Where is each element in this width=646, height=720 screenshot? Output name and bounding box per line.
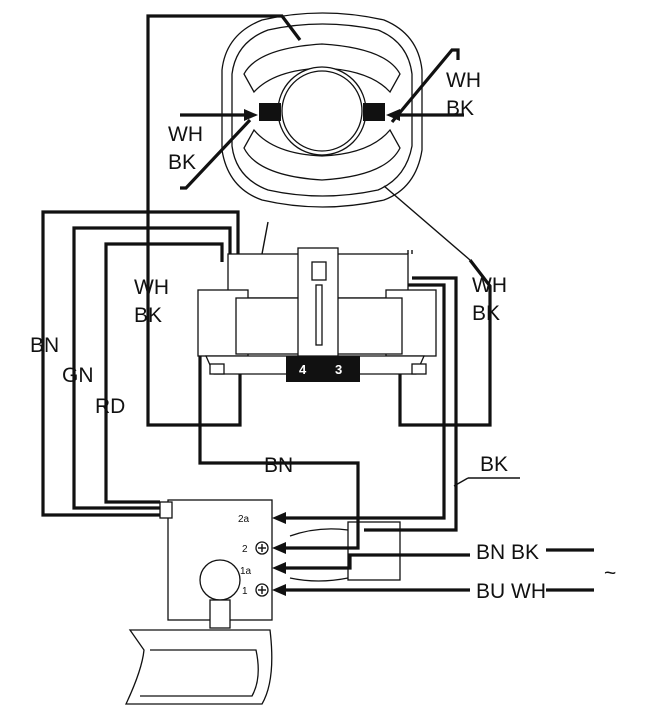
switch-body (124, 499, 273, 705)
wire-wh-bk-right (398, 259, 492, 427)
wire-bn-middle (198, 290, 360, 550)
label-stator-left-wh: WH (168, 123, 203, 146)
left-carbon-brush (259, 103, 281, 121)
terminal-2-label: 2 (242, 544, 248, 555)
label-stator-right-wh: WH (446, 69, 481, 92)
ac-symbol: ~ (604, 562, 616, 585)
terminal-1-label: 1 (242, 586, 248, 597)
label-left-wh: WH (134, 276, 169, 299)
terminal-arrows (272, 512, 286, 596)
wire-harness-left (41, 210, 240, 517)
brush-mark-3: 3 (335, 362, 342, 377)
switch-terminals: 2a 2 1a 1 (238, 514, 269, 597)
label-right-bk: BK (472, 302, 500, 325)
label-stator-left-bk: BK (168, 151, 196, 174)
terminal-1a-label: 1a (240, 566, 252, 577)
label-supply-bu-wh: BU WH (476, 580, 546, 603)
terminal-2a-label: 2a (238, 514, 250, 525)
stator-leads (180, 48, 471, 261)
wire-labels: WH BK WH BK WH BK WH BK BN GN RD BN BK B… (30, 69, 616, 603)
label-bk-right: BK (480, 453, 508, 476)
label-rd-left: RD (95, 395, 125, 418)
brush-mark-4: 4 (299, 362, 307, 377)
right-carbon-brush (363, 103, 385, 121)
label-stator-right-bk: BK (446, 97, 474, 120)
wire-wh-bk-left (146, 14, 302, 427)
wire-bk-right (282, 276, 520, 532)
supply-wires (286, 521, 594, 592)
label-left-bk: BK (134, 304, 162, 327)
brush-holder-assembly: 4 3 (197, 221, 437, 382)
label-bn-left: BN (30, 334, 59, 357)
label-gn-left: GN (62, 364, 94, 387)
label-supply-bn-bk: BN BK (476, 541, 539, 564)
stator-housing (221, 12, 423, 208)
label-bn-middle: BN (264, 454, 293, 477)
label-right-wh: WH (472, 274, 507, 297)
